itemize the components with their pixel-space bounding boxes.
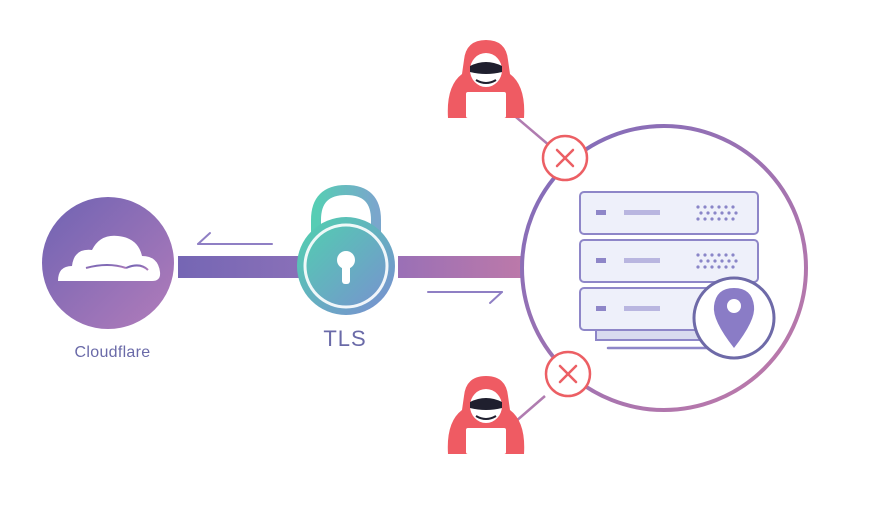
arrow-left-icon [197,232,273,245]
cloud-icon [58,235,161,281]
hooded-hacker-icon-top [447,40,525,118]
connection-bar-right [398,256,536,278]
padlock-icon [297,184,395,315]
cloudflare-node [42,197,174,329]
arrow-right-icon [427,291,503,304]
cloudflare-label: Cloudflare [74,344,151,361]
connection-bar-left [178,256,306,278]
hooded-hacker-icon-bottom [447,376,525,454]
map-pin-icon [692,276,776,360]
attack-path-bottom [514,395,546,423]
blocked-x-icon-top [541,134,589,182]
server-unit-1 [579,191,759,235]
tls-label: TLS [323,326,367,351]
server-unit-2 [579,239,759,283]
blocked-x-icon-bottom [544,350,592,398]
